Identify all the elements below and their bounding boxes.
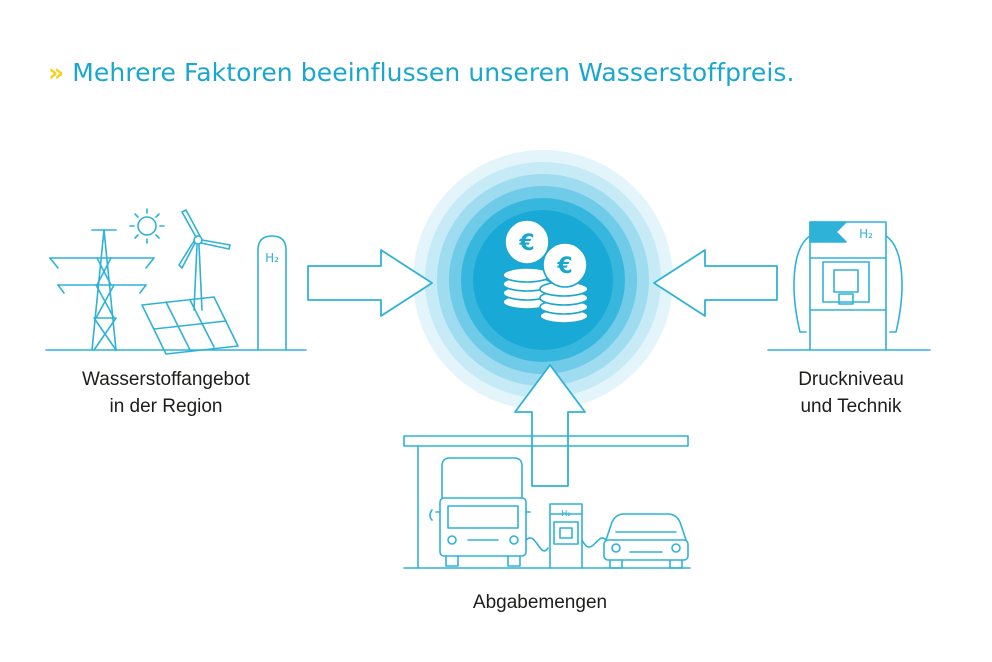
power-pylon-icon (49, 229, 155, 351)
truck-icon (429, 457, 531, 567)
filling-station-illustration (403, 435, 691, 569)
pump-h2-label: H₂ (859, 227, 873, 241)
tank-h2-label: H₂ (265, 251, 279, 265)
factor-label-supply-line2: in der Region (109, 396, 223, 417)
solar-panel-icon (141, 296, 239, 355)
title-text: Mehrere Faktoren beeinflussen unseren Wa… (72, 58, 795, 87)
sun-icon (129, 208, 165, 244)
arrow-up-icon (514, 364, 586, 487)
factor-label-pressure-line1: Druckniveau (798, 369, 904, 390)
euro-coins-icon: € € (502, 219, 589, 324)
euro-symbol-2: € (556, 254, 572, 279)
hydrogen-dispenser-illustration (767, 221, 931, 351)
euro-symbol-1: € (518, 231, 534, 256)
station-h2-label: H₂ (561, 509, 570, 518)
energy-supply-illustration (45, 208, 307, 355)
car-icon (603, 513, 689, 569)
factor-label-pressure: Druckniveau und Technik (756, 366, 946, 420)
factor-label-volume: Abgabemengen (440, 589, 640, 616)
hydrogen-tank-icon (257, 235, 287, 351)
chevron-icon: » (48, 58, 65, 87)
page-title: »Mehrere Faktoren beeinflussen unseren W… (48, 58, 795, 87)
factor-label-volume-line1: Abgabemengen (472, 592, 608, 613)
factor-label-pressure-line2: und Technik (800, 396, 902, 417)
wind-turbine-icon (178, 209, 231, 311)
factor-label-supply: Wasserstoffangebot in der Region (46, 366, 286, 420)
factor-label-supply-line1: Wasserstoffangebot (82, 369, 250, 390)
arrow-right-icon (307, 249, 433, 317)
station-dispenser-icon (549, 503, 583, 569)
arrow-left-icon (653, 249, 778, 317)
